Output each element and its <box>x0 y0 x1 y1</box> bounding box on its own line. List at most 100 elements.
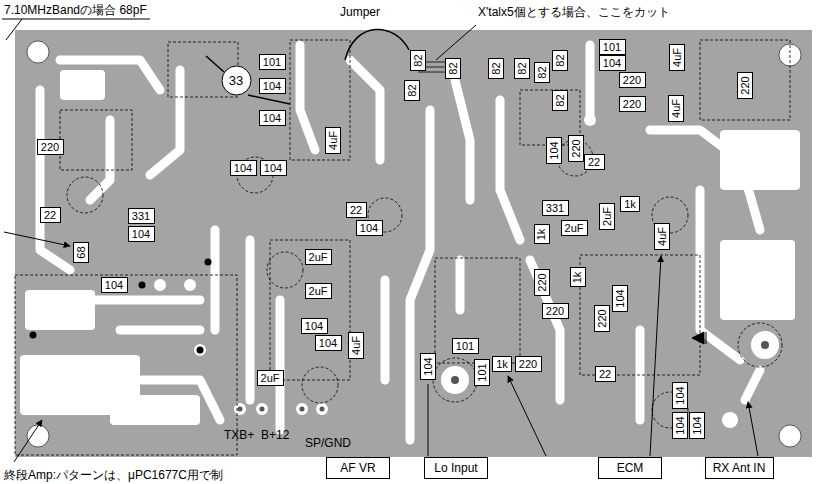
value-text: 104 <box>674 386 687 404</box>
value-text: 104 <box>132 228 150 241</box>
value-text: 82 <box>554 94 567 106</box>
value-text: 4uF <box>671 48 684 67</box>
component-value: 2uF <box>599 203 615 230</box>
value-text: 104 <box>360 222 378 235</box>
component-value: 104 <box>420 353 436 380</box>
value-text: 2uF <box>601 207 614 226</box>
component-value: 104 <box>301 318 328 334</box>
component-value: 1k <box>620 196 640 212</box>
component-value: 4uF <box>668 95 684 122</box>
component-value: 104 <box>128 226 155 242</box>
value-text: 104 <box>305 320 323 333</box>
component-value: 4uF <box>654 223 670 250</box>
component-value: 68 <box>73 242 89 263</box>
value-text: 1k <box>496 358 508 371</box>
value-text: 22 <box>350 204 362 217</box>
component-value: 101 <box>452 338 479 354</box>
component-value: 82 <box>410 50 426 71</box>
component-value: 104 <box>546 137 562 164</box>
value-text: 82 <box>406 84 419 96</box>
value-text: 220 <box>623 74 641 87</box>
value-text: 220 <box>519 358 537 371</box>
component-value: 331 <box>542 200 569 216</box>
component-value: 22 <box>584 154 605 170</box>
value-text: 22 <box>588 156 600 169</box>
component-value: 4uF <box>348 332 364 359</box>
pcb-board <box>15 30 812 457</box>
component-value: 331 <box>128 208 155 224</box>
component-value: 104 <box>672 412 688 439</box>
component-value: 22 <box>40 207 61 223</box>
component-value: 220 <box>619 72 646 88</box>
value-text: 2uF <box>309 285 328 298</box>
value-text: 101 <box>603 41 621 54</box>
value-text: 1k <box>624 198 636 211</box>
value-text: 82 <box>490 62 503 74</box>
value-text: 101 <box>476 363 489 381</box>
value-text: 104 <box>422 357 435 375</box>
value-text: 68 <box>75 246 88 258</box>
value-text: 104 <box>614 289 627 307</box>
component-value: 104 <box>612 285 628 312</box>
component-value: 104 <box>101 277 128 293</box>
component-value: 220 <box>594 305 610 332</box>
value-text: 220 <box>41 141 59 154</box>
value-text: 104 <box>319 337 337 350</box>
value-text: 220 <box>596 309 609 327</box>
component-pads <box>30 114 780 428</box>
value-text: 220 <box>546 305 564 318</box>
value-text: 220 <box>570 139 583 157</box>
component-value: 4uF <box>669 44 685 71</box>
value-text: 2uF <box>309 251 328 264</box>
component-value: 104 <box>315 335 342 351</box>
value-text: 104 <box>105 279 123 292</box>
value-text: 22 <box>44 209 56 222</box>
connector-box: AF VR <box>326 457 390 479</box>
component-value: 82 <box>404 80 420 101</box>
value-text: 82 <box>412 54 425 66</box>
value-text: 82 <box>536 66 549 78</box>
component-value: 220 <box>568 135 584 162</box>
annotation-label: Jumper <box>340 5 380 19</box>
component-value: 4uF <box>325 127 341 154</box>
value-text: 4uF <box>656 227 669 246</box>
component-value: 104 <box>259 110 286 126</box>
connector-box: RX Ant IN <box>705 457 774 479</box>
value-text: 82 <box>554 54 567 66</box>
component-value: 101 <box>474 359 490 386</box>
value-text: ECM <box>617 461 644 475</box>
component-value: 104 <box>356 220 383 236</box>
annotation-label: B+12 <box>261 428 289 442</box>
component-value: 220 <box>737 72 753 99</box>
leader-lines <box>2 19 758 462</box>
value-text: RX Ant IN <box>713 461 766 475</box>
value-text: 104 <box>691 416 704 434</box>
value-text: 22 <box>599 368 611 381</box>
value-text: 104 <box>603 57 621 70</box>
annotation-label: X'talx5個とする場合、ここをカット <box>478 5 670 19</box>
component-value: 101 <box>599 39 626 55</box>
component-value: 82 <box>552 50 568 71</box>
component-value: 22 <box>595 366 616 382</box>
component-value: 2uF <box>561 220 588 236</box>
component-value: 104 <box>672 382 688 409</box>
circle-shape <box>222 66 251 95</box>
connector-box: Lo Input <box>424 457 488 479</box>
component-value: 1k <box>570 267 586 287</box>
value-text: 82 <box>447 62 460 74</box>
value-text: 104 <box>264 162 282 175</box>
component-value: 1k <box>492 356 512 372</box>
annotation-label: TXB+ <box>224 428 254 442</box>
component-value: 104 <box>260 160 287 176</box>
component-value: 104 <box>599 55 626 71</box>
value-text: 104 <box>548 141 561 159</box>
component-value: 104 <box>259 78 286 94</box>
component-value: 22 <box>346 202 367 218</box>
component-value: 101 <box>259 54 286 70</box>
value-text: 331 <box>132 210 150 223</box>
value-text: 220 <box>536 273 549 291</box>
component-value: 220 <box>619 96 646 112</box>
value-text: 104 <box>263 112 281 125</box>
component-value: 2uF <box>257 370 284 386</box>
annotation-label: SP/GND <box>305 436 351 450</box>
